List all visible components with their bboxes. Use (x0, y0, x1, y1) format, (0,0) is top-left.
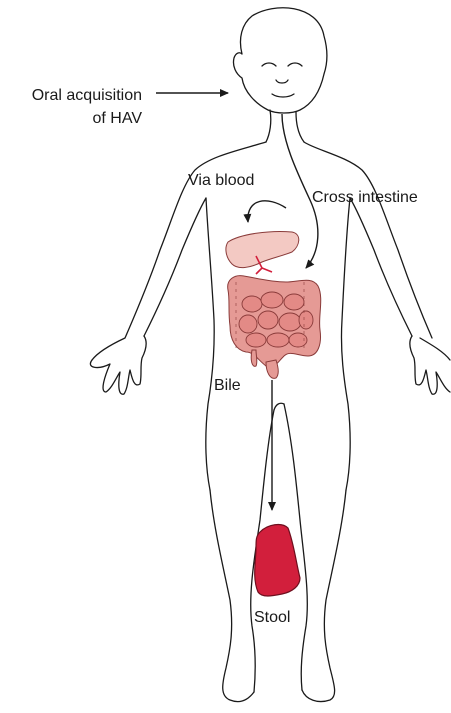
via-blood-label: Via blood (188, 172, 254, 189)
stool-label: Stool (254, 609, 290, 626)
via-blood-arrow (248, 201, 286, 222)
intestines (228, 276, 321, 379)
small-intestine (239, 292, 313, 347)
cross-intestine-label: Cross intestine (312, 189, 418, 206)
face (262, 63, 302, 97)
hav-label: of HAV (93, 110, 143, 127)
stool-shape (255, 525, 300, 596)
liver (226, 231, 299, 274)
oral-acquisition-label: Oral acquisition (32, 87, 142, 104)
bile-label: Bile (214, 377, 241, 394)
